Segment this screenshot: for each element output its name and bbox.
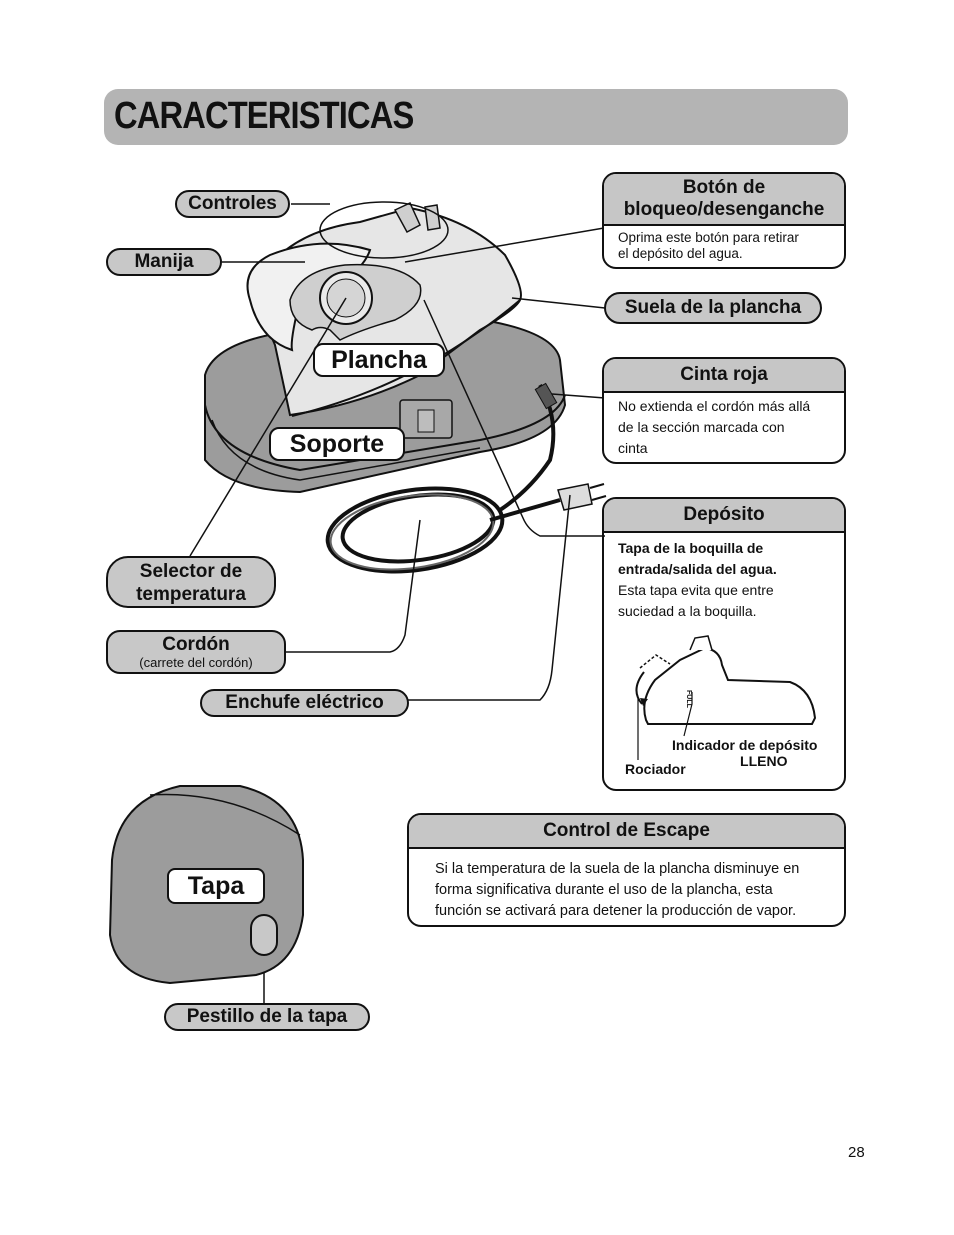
box-cinta: Cinta roja No extienda el cordón más all… [602,357,846,464]
label-rociador: Rociador [625,761,686,777]
selector-line-2: temperatura [108,583,274,606]
indicador-line-2: LLENO [672,753,787,769]
box-cinta-text-2: de la sección marcada con [618,417,830,438]
box-boton-body: Oprima este botón para retirar el depósi… [604,226,844,266]
box-deposito-bold-1: Tapa de la boquilla de [618,538,830,559]
label-tapa: Tapa [167,868,265,904]
box-deposito-title: Depósito [604,499,844,533]
label-cordon: Cordón (carrete del cordón) [106,630,286,674]
box-escape-body: Si la temperatura de la suela de la plan… [409,849,844,927]
box-boton-text-1: Oprima este botón para retirar [618,230,830,246]
box-boton-title: Botón de bloqueo/desenganche [604,174,844,226]
box-boton: Botón de bloqueo/desenganche Oprima este… [602,172,846,269]
label-suela: Suela de la plancha [604,292,822,324]
box-cinta-body: No extienda el cordón más allá de la sec… [604,393,844,462]
box-boton-title-1: Botón de [606,177,842,199]
box-escape-text-3: función se activará para detener la prod… [435,901,818,922]
plug-drawing [558,484,606,510]
box-deposito-text-1: Esta tapa evita que entre [618,580,830,601]
label-soporte: Soporte [269,427,405,461]
box-escape-text-2: forma significativa durante el uso de la… [435,880,818,901]
label-selector: Selector de temperatura [106,556,276,608]
label-indicador: Indicador de depósito LLENO [672,737,817,769]
box-cinta-title: Cinta roja [604,359,844,393]
cordon-subtitle: (carrete del cordón) [108,655,284,670]
cordon-title: Cordón [108,634,284,655]
box-deposito-bold-2: entrada/salida del agua. [618,559,830,580]
box-boton-title-2: bloqueo/desenganche [606,199,842,221]
label-controles: Controles [175,190,290,218]
label-pestillo: Pestillo de la tapa [164,1003,370,1031]
box-escape-text-1: Si la temperatura de la suela de la plan… [435,859,818,880]
box-boton-text-2: el depósito del agua. [618,246,830,262]
box-cinta-text-3: cinta [618,438,830,459]
tank-full-mark: FULL [685,690,692,708]
box-deposito-text-2: suciedad a la boquilla. [618,601,830,622]
box-escape: Control de Escape Si la temperatura de l… [407,813,846,927]
label-plancha: Plancha [313,343,445,377]
box-deposito-body: Tapa de la boquilla de entrada/salida de… [604,533,844,627]
label-manija: Manija [106,248,222,276]
box-cinta-text-1: No extienda el cordón más allá [618,396,830,417]
indicador-line-1: Indicador de depósito [672,737,817,753]
page-number: 28 [848,1144,865,1161]
selector-line-1: Selector de [108,560,274,583]
label-enchufe: Enchufe eléctrico [200,689,409,717]
box-escape-title: Control de Escape [409,815,844,849]
